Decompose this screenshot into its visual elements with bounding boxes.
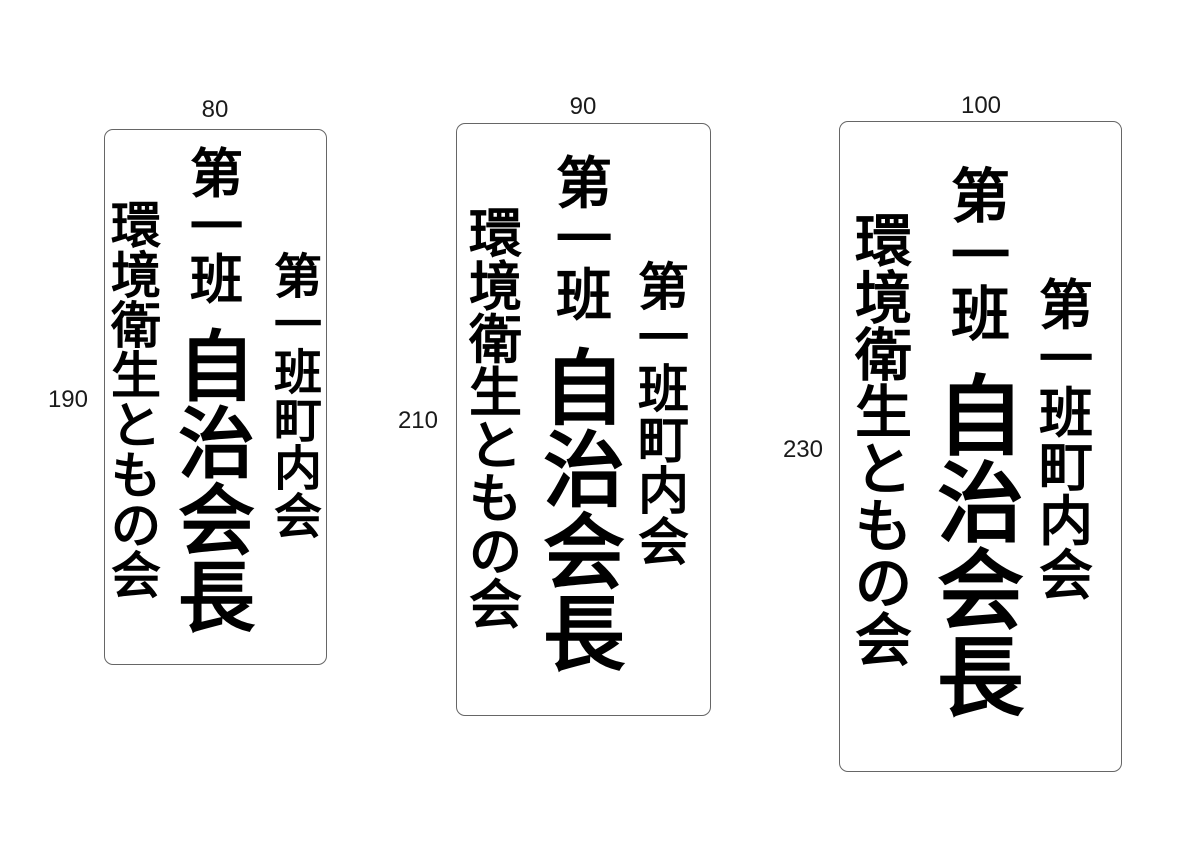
height-dimension-label-plate-2: 210 [397, 407, 438, 434]
plate3-association-president-title: 自治会長 [937, 366, 1024, 729]
plate2-environmental-sanitation-column: 環境衛生ともの会 [469, 204, 522, 636]
plate2-group-heading-column: 第一班 [556, 152, 612, 329]
plate3-neighborhood-association-column: 第一班町内会 [1039, 274, 1093, 607]
width-dimension-label-plate-3: 100 [960, 92, 1002, 119]
plate2-association-president-title: 自治会長 [543, 342, 626, 683]
plate3-group-heading-column: 第一班 [951, 162, 1011, 349]
plate2-neighborhood-association-column: 第一班町内会 [638, 259, 690, 573]
width-dimension-label-plate-2: 90 [569, 93, 597, 120]
height-dimension-label-plate-1: 190 [47, 386, 88, 413]
nameplate-90x210: 第一班町内会 第一班 自治会長 環境衛生ともの会 [456, 123, 711, 716]
nameplate-80x190: 第一班町内会 第一班 自治会長 環境衛生ともの会 [104, 129, 327, 665]
plate1-neighborhood-association-column: 第一班町内会 [274, 249, 323, 545]
height-dimension-label-plate-3: 230 [782, 436, 823, 463]
plate3-environmental-sanitation-column: 環境衛生ともの会 [855, 209, 912, 674]
plate1-environmental-sanitation-column: 環境衛生ともの会 [111, 197, 161, 605]
nameplate-100x230: 第一班町内会 第一班 自治会長 環境衛生ともの会 [839, 121, 1122, 772]
width-dimension-label-plate-1: 80 [201, 96, 229, 123]
plate1-group-heading-column: 第一班 [190, 144, 243, 311]
plate1-association-president-title: 自治会長 [178, 324, 255, 644]
